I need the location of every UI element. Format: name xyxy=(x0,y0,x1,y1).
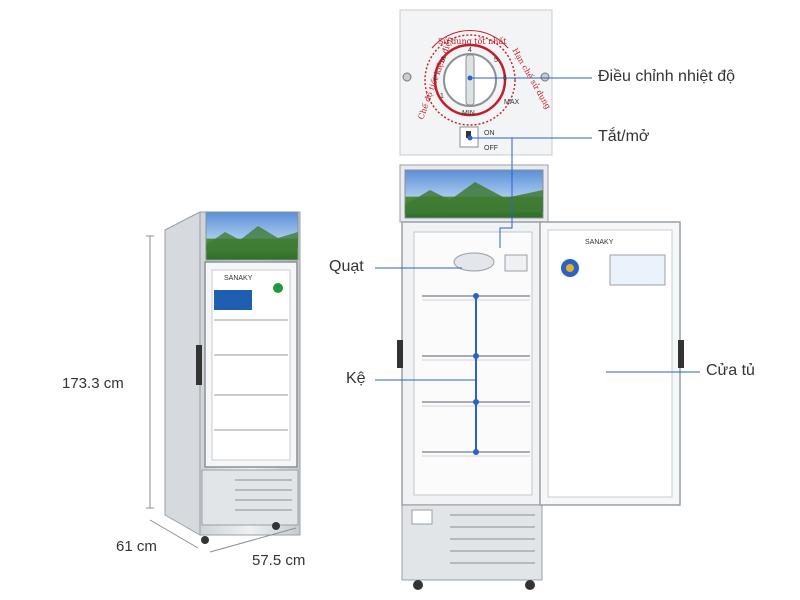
dial-number-6: 6 xyxy=(503,75,507,82)
dial-number-3: 3 xyxy=(441,57,445,64)
callout-fan: Quạt xyxy=(329,258,364,275)
dial-arc-top: Sử dụng tốt nhất xyxy=(438,37,507,46)
door-brand-logo: SANAKY xyxy=(585,239,614,246)
fridge-small: SANAKY xyxy=(164,211,301,544)
callout-lines xyxy=(375,77,700,452)
dial-min-label: MIN xyxy=(462,110,475,117)
dimension-lines xyxy=(146,235,297,553)
callout-door: Cửa tủ xyxy=(706,362,755,379)
fridge-large xyxy=(397,164,684,590)
callout-temperature: Điều chỉnh nhiệt độ xyxy=(598,68,735,85)
dial-number-5: 5 xyxy=(494,57,498,64)
switch-off-label: OFF xyxy=(484,145,498,152)
dimension-height: 173.3 cm xyxy=(62,375,124,392)
dial-number-1: 1 xyxy=(440,93,444,100)
brand-logo: SANAKY xyxy=(224,275,253,282)
dimension-depth: 61 cm xyxy=(116,538,157,555)
dial-number-2: 2 xyxy=(433,75,437,82)
callout-power: Tắt/mở xyxy=(598,128,650,145)
callout-dots xyxy=(467,75,479,455)
dial-number-4: 4 xyxy=(468,47,472,54)
dimension-width: 57.5 cm xyxy=(252,552,306,569)
switch-on-label: ON xyxy=(484,130,495,137)
dial-max-label: MAX xyxy=(504,99,520,106)
callout-shelf: Kệ xyxy=(346,370,366,387)
